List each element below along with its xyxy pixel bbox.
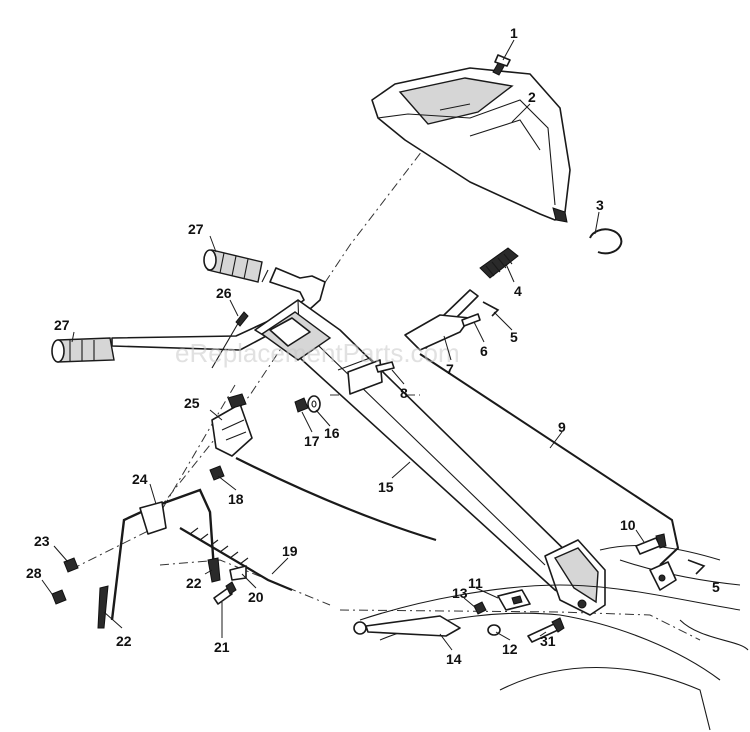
- clip-part-3: [589, 228, 623, 255]
- washer-part-16: [307, 395, 321, 413]
- callout-5-right: 5: [712, 579, 720, 595]
- callout-26: 26: [216, 285, 232, 301]
- callout-17: 17: [304, 433, 320, 449]
- linkage-right: [649, 559, 706, 591]
- nut-part-18: [209, 465, 225, 481]
- bolt-part-21: [213, 581, 237, 605]
- bolt-part-10: [635, 533, 667, 555]
- callout-6: 6: [480, 343, 488, 359]
- leader-lines: [41, 39, 645, 651]
- callout-8: 8: [400, 385, 408, 401]
- callout-19: 19: [282, 543, 298, 559]
- nut-part-28: [51, 589, 67, 605]
- callout-24: 24: [132, 471, 148, 487]
- callout-10: 10: [620, 517, 636, 533]
- callout-15: 15: [378, 479, 394, 495]
- callout-28: 28: [26, 565, 42, 581]
- callout-12: 12: [502, 641, 518, 657]
- callout-2: 2: [528, 89, 536, 105]
- cable-part-22: [97, 557, 221, 629]
- nut-part-17: [294, 397, 309, 413]
- clevis-pin-part-6: [461, 313, 481, 327]
- callout-7: 7: [446, 361, 454, 377]
- shift-rod: [419, 353, 680, 566]
- clutch-lever: [110, 488, 216, 621]
- callout-20: 20: [248, 589, 264, 605]
- callout-27-upper: 27: [188, 221, 204, 237]
- nut-part-13: [473, 601, 487, 615]
- hand-grip-upper: [203, 249, 263, 283]
- callout-21: 21: [214, 639, 230, 655]
- callout-31: 31: [540, 633, 556, 649]
- callout-9: 9: [558, 419, 566, 435]
- callout-3: 3: [596, 197, 604, 213]
- handle-tube: [254, 299, 591, 601]
- callout-13: 13: [452, 585, 468, 601]
- callout-14: 14: [446, 651, 462, 667]
- tube-lower-bracket: [544, 539, 606, 616]
- callout-1: 1: [510, 25, 518, 41]
- callout-18: 18: [228, 491, 244, 507]
- bracket-part-11: [497, 589, 531, 611]
- cable-part-19: [179, 527, 293, 592]
- control-cable: [235, 457, 437, 542]
- depth-lever: [353, 615, 461, 637]
- bolt-part-8: [375, 361, 395, 373]
- control-bracket: [211, 393, 253, 457]
- callout-27-left: 27: [54, 317, 70, 333]
- screw-part-26: [211, 311, 249, 369]
- hand-grip-left: [51, 337, 115, 363]
- watermark: eReplacementParts.com: [175, 338, 460, 368]
- callout-25: 25: [184, 395, 200, 411]
- callout-22-lower: 22: [116, 633, 132, 649]
- callout-16: 16: [324, 425, 340, 441]
- spring-part-20: [229, 565, 247, 581]
- callout-23: 23: [34, 533, 50, 549]
- callout-5-upper: 5: [510, 329, 518, 345]
- callout-labels: 1 2 3 4 5 5 6 7 8 9 10 11 12 13 14 15 16…: [26, 25, 720, 667]
- bolt-part-31: [527, 617, 565, 643]
- callout-22-mid: 22: [186, 575, 202, 591]
- shroud-cover: [371, 67, 571, 223]
- screw-part-1: [492, 54, 511, 76]
- shift-lever: [404, 247, 519, 351]
- cotter-pin-part-5: [482, 301, 500, 317]
- callout-4: 4: [514, 283, 522, 299]
- callout-11: 11: [468, 575, 483, 591]
